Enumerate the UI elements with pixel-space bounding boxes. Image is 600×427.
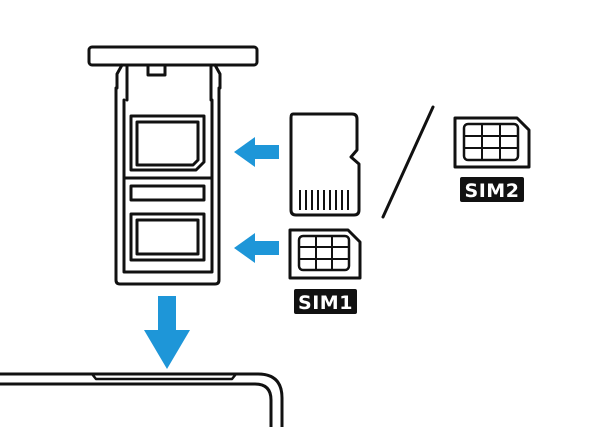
nano-sim-card-icon — [453, 116, 531, 169]
or-divider-slash — [381, 105, 435, 219]
sim1-label: SIM1 — [294, 289, 357, 314]
sim1-label-text: SIM1 — [298, 292, 353, 314]
arrow-left-icon — [234, 137, 279, 167]
sim2-label-text: SIM2 — [465, 180, 520, 202]
arrow-down-icon — [144, 296, 190, 369]
nano-sim-card-icon — [288, 228, 362, 280]
sim2-label: SIM2 — [460, 177, 524, 202]
arrow-left-icon — [234, 233, 279, 263]
phone-body-icon — [0, 372, 284, 427]
microsd-card-icon — [289, 112, 361, 217]
sim-tray-icon — [87, 45, 259, 286]
